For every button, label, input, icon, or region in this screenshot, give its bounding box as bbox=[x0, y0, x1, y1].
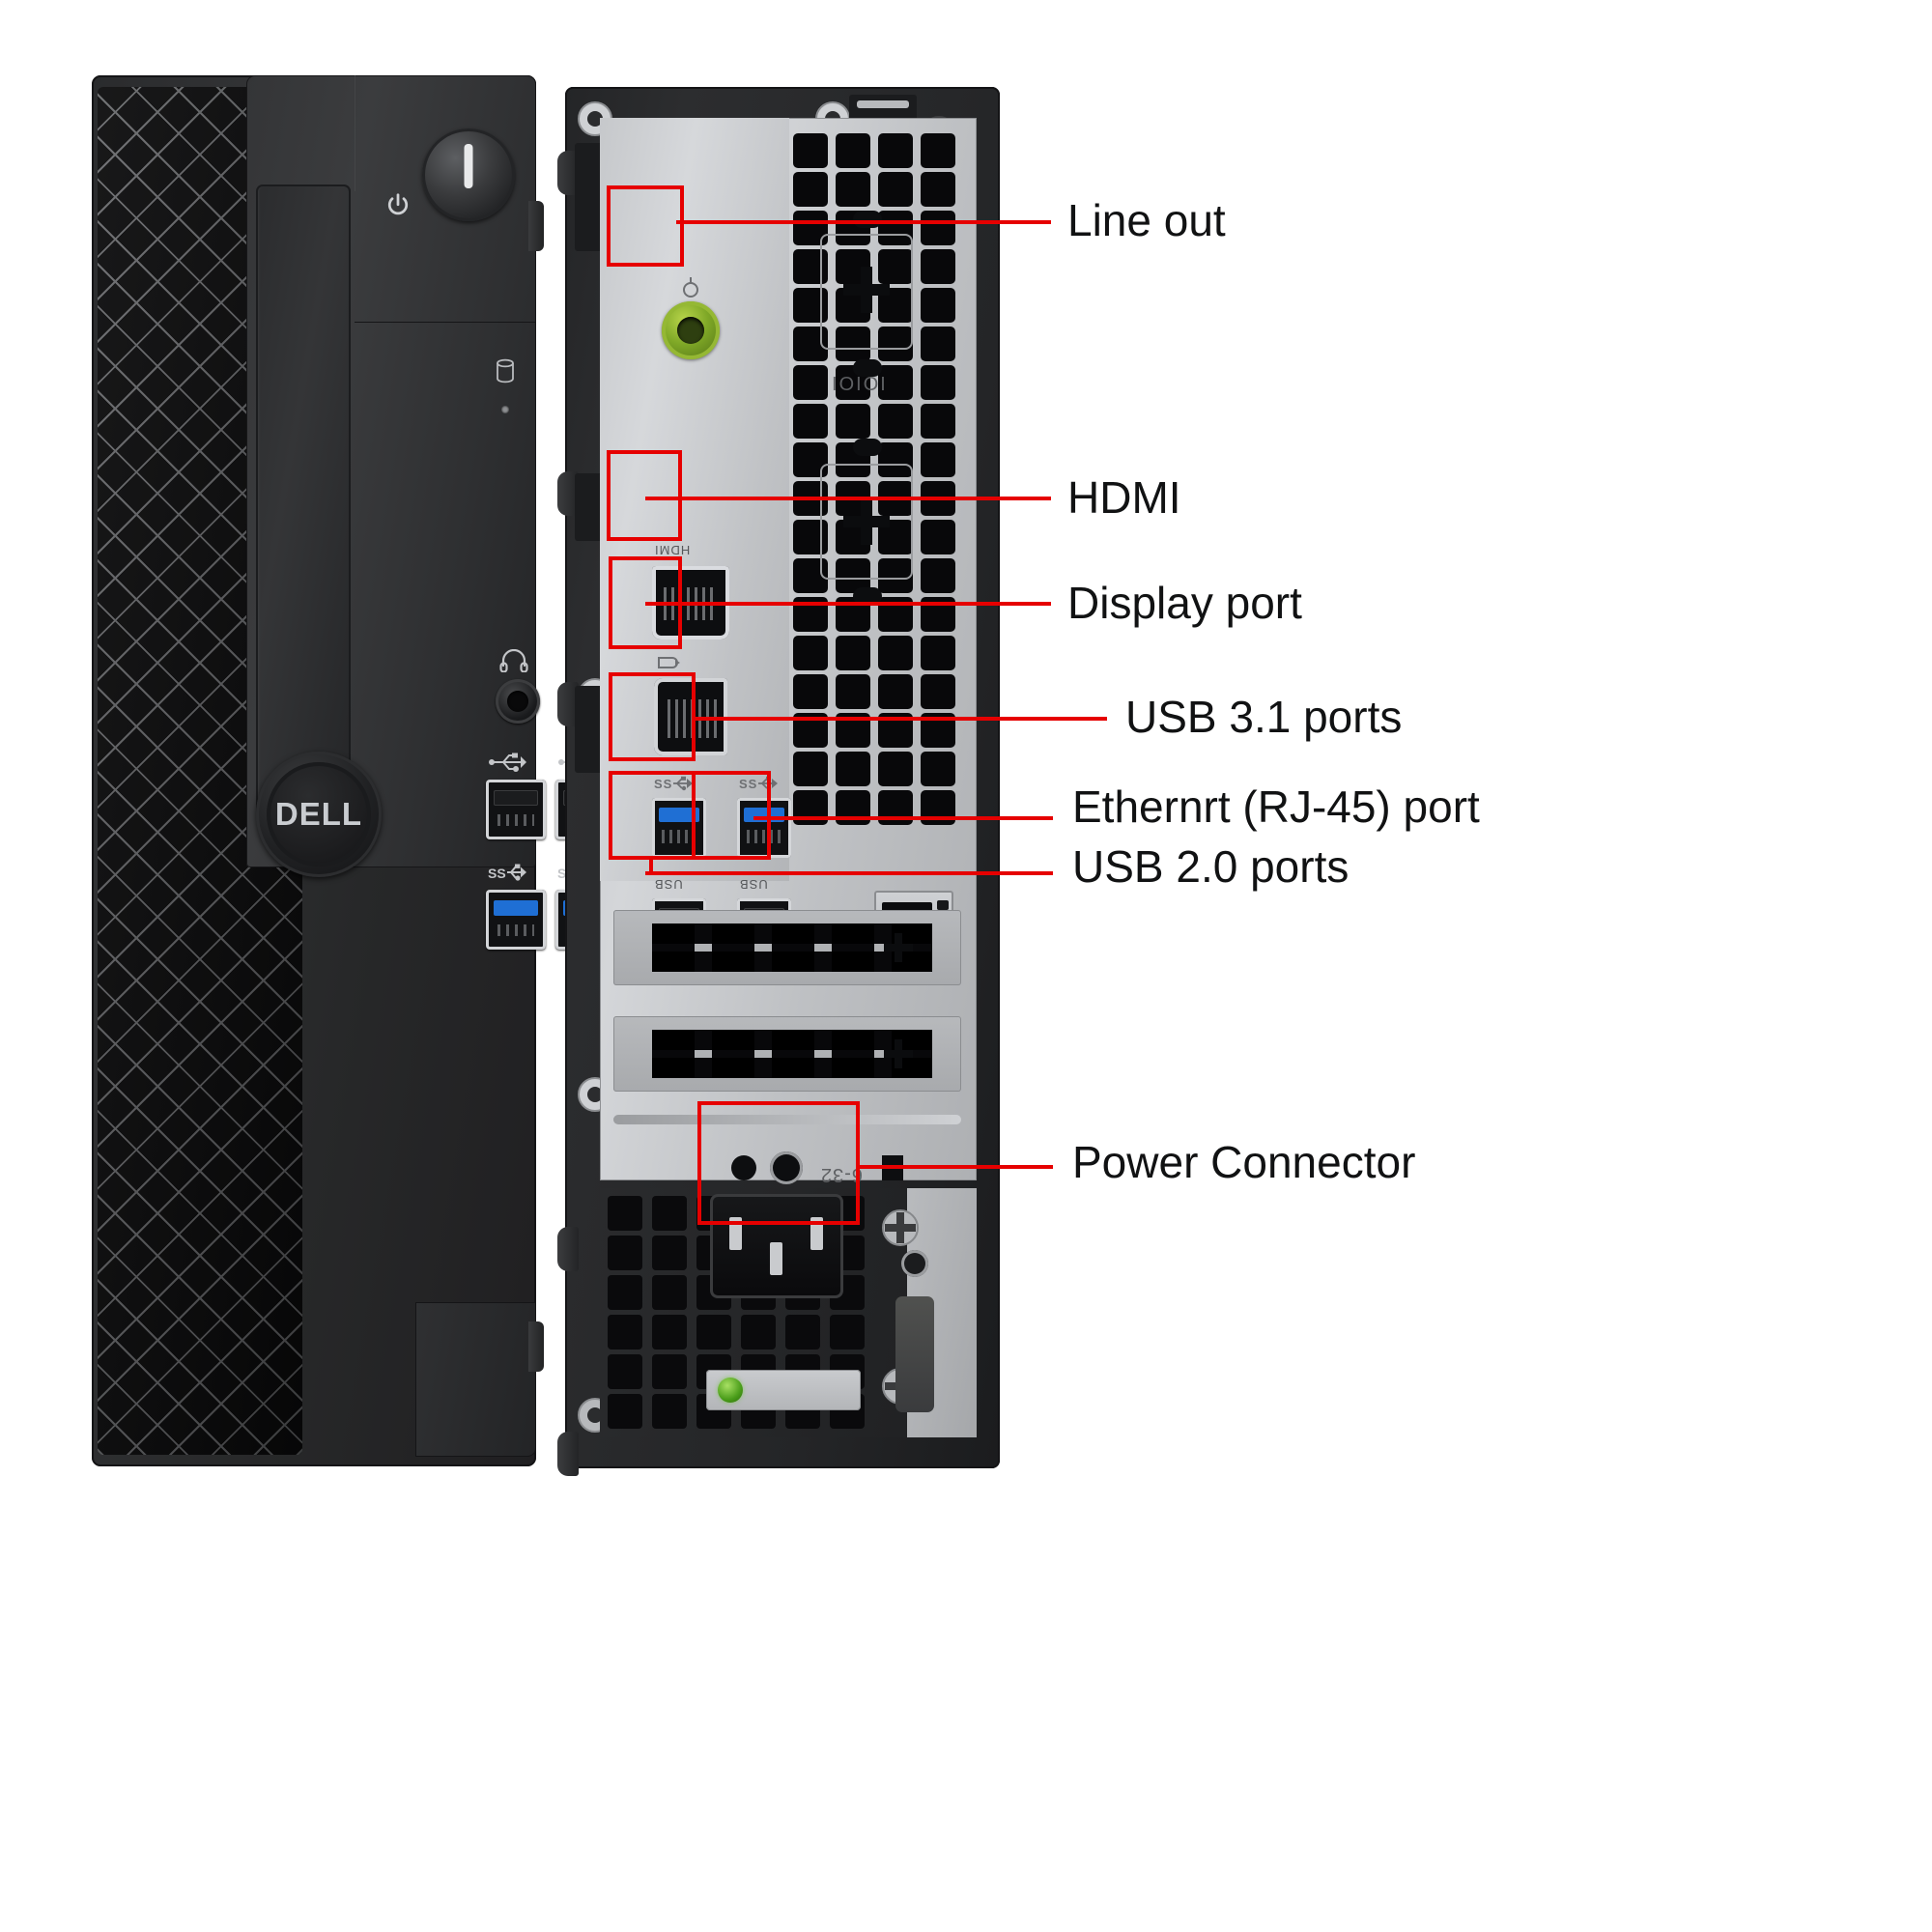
expansion-slot-cover[interactable] bbox=[613, 1016, 961, 1092]
svg-text:SS: SS bbox=[488, 866, 506, 881]
leader-ethernet bbox=[753, 816, 1053, 820]
callout-label-line-out: Line out bbox=[1067, 195, 1226, 245]
highlight-power-connector bbox=[697, 1101, 860, 1225]
highlight-usb-20 bbox=[609, 771, 696, 860]
rear-io-plate: IOIOI HDMI bbox=[600, 118, 977, 1185]
thumbscrew-icon[interactable] bbox=[876, 1204, 924, 1252]
rear-vent-grille bbox=[793, 133, 963, 829]
chassis-foot-top bbox=[528, 201, 544, 251]
standoff-hole bbox=[731, 1155, 756, 1180]
usb-ss-icon: SS bbox=[654, 775, 695, 795]
psu-handle[interactable] bbox=[895, 1296, 934, 1412]
leader-hdmi bbox=[645, 497, 1051, 500]
usb-icon: USB bbox=[739, 877, 768, 892]
security-latch-slot bbox=[857, 100, 909, 108]
slot-rail bbox=[613, 1115, 961, 1124]
display-port[interactable] bbox=[654, 678, 727, 755]
leader-power-connector bbox=[856, 1165, 1053, 1169]
psu-mount-hole bbox=[901, 1250, 928, 1277]
callout-label-usb-20: USB 2.0 ports bbox=[1072, 841, 1350, 892]
usb-icon bbox=[488, 752, 528, 773]
usb-3-1-port[interactable] bbox=[737, 798, 791, 858]
standoff-hole bbox=[770, 1151, 803, 1184]
headphone-jack[interactable] bbox=[496, 679, 540, 724]
line-out-icon bbox=[671, 276, 710, 298]
usb-ss-icon: SS bbox=[488, 862, 528, 883]
knockout-dot bbox=[853, 587, 882, 605]
serial-port-mark: IOIOI bbox=[830, 372, 886, 393]
knockout-dot bbox=[853, 359, 882, 377]
rear-view: IOIOI HDMI bbox=[557, 87, 1000, 1476]
front-view: SS SS bbox=[92, 75, 615, 1466]
chassis-foot-bottom bbox=[528, 1321, 544, 1372]
plus-knockout-icon bbox=[882, 1037, 915, 1070]
plus-knockout-icon bbox=[839, 495, 894, 549]
power-button[interactable] bbox=[422, 128, 515, 221]
highlight-ethernet bbox=[692, 771, 771, 860]
hdd-icon bbox=[494, 357, 517, 386]
callout-label-hdmi: HDMI bbox=[1067, 472, 1181, 523]
callout-label-power-connector: Power Connector bbox=[1072, 1137, 1416, 1187]
svg-text:SS: SS bbox=[654, 777, 672, 791]
usb-3-1-port[interactable] bbox=[652, 798, 706, 858]
knockout-dot bbox=[853, 211, 882, 228]
highlight-usb-31 bbox=[609, 672, 696, 761]
leader-usb-20 bbox=[645, 871, 1053, 875]
psu-diagnostic-led bbox=[718, 1378, 743, 1403]
plus-knockout-icon bbox=[882, 931, 915, 964]
power-connector[interactable] bbox=[710, 1194, 843, 1298]
front-bezel: SS SS bbox=[246, 75, 615, 950]
highlight-line-out bbox=[607, 185, 684, 267]
knockout-dot bbox=[853, 439, 882, 456]
leader-display-port bbox=[645, 602, 1051, 606]
callout-label-usb-31: USB 3.1 ports bbox=[1125, 692, 1403, 742]
hdmi-port-mark: HDMI bbox=[654, 543, 691, 557]
chassis-tab bbox=[557, 471, 579, 516]
svg-text:SS: SS bbox=[739, 777, 757, 791]
dell-logo-text: DELL bbox=[274, 796, 363, 832]
chassis-tab bbox=[557, 151, 579, 195]
dell-logo: DELL bbox=[256, 752, 382, 877]
expansion-slot-cover[interactable] bbox=[613, 910, 961, 985]
power-icon bbox=[384, 191, 412, 220]
headphone-icon bbox=[498, 648, 529, 673]
leader-usb-31 bbox=[692, 717, 1107, 721]
chassis-tab bbox=[557, 682, 579, 726]
callout-label-ethernet: Ethernrt (RJ-45) port bbox=[1072, 781, 1480, 832]
line-out-jack[interactable] bbox=[662, 301, 720, 359]
usb-2-port[interactable] bbox=[486, 780, 546, 839]
display-port-mark bbox=[656, 655, 683, 673]
plus-knockout-icon bbox=[839, 263, 894, 317]
callout-label-display-port: Display port bbox=[1067, 578, 1302, 628]
usb-icon: USB bbox=[654, 877, 683, 892]
highlight-hdmi bbox=[607, 450, 682, 541]
leader-usb-20-stub bbox=[649, 858, 653, 875]
usb-3-port[interactable] bbox=[486, 890, 546, 950]
front-bottom-corner-plate bbox=[415, 1302, 536, 1457]
chassis-tab bbox=[557, 1432, 579, 1476]
bezel-seam-horizontal bbox=[355, 322, 536, 323]
leader-line-out bbox=[676, 220, 1051, 224]
hdd-activity-led bbox=[501, 406, 509, 413]
ethernet-link-led bbox=[937, 900, 949, 910]
optical-drive-bay[interactable] bbox=[256, 185, 351, 820]
chassis-tab bbox=[557, 1227, 579, 1271]
